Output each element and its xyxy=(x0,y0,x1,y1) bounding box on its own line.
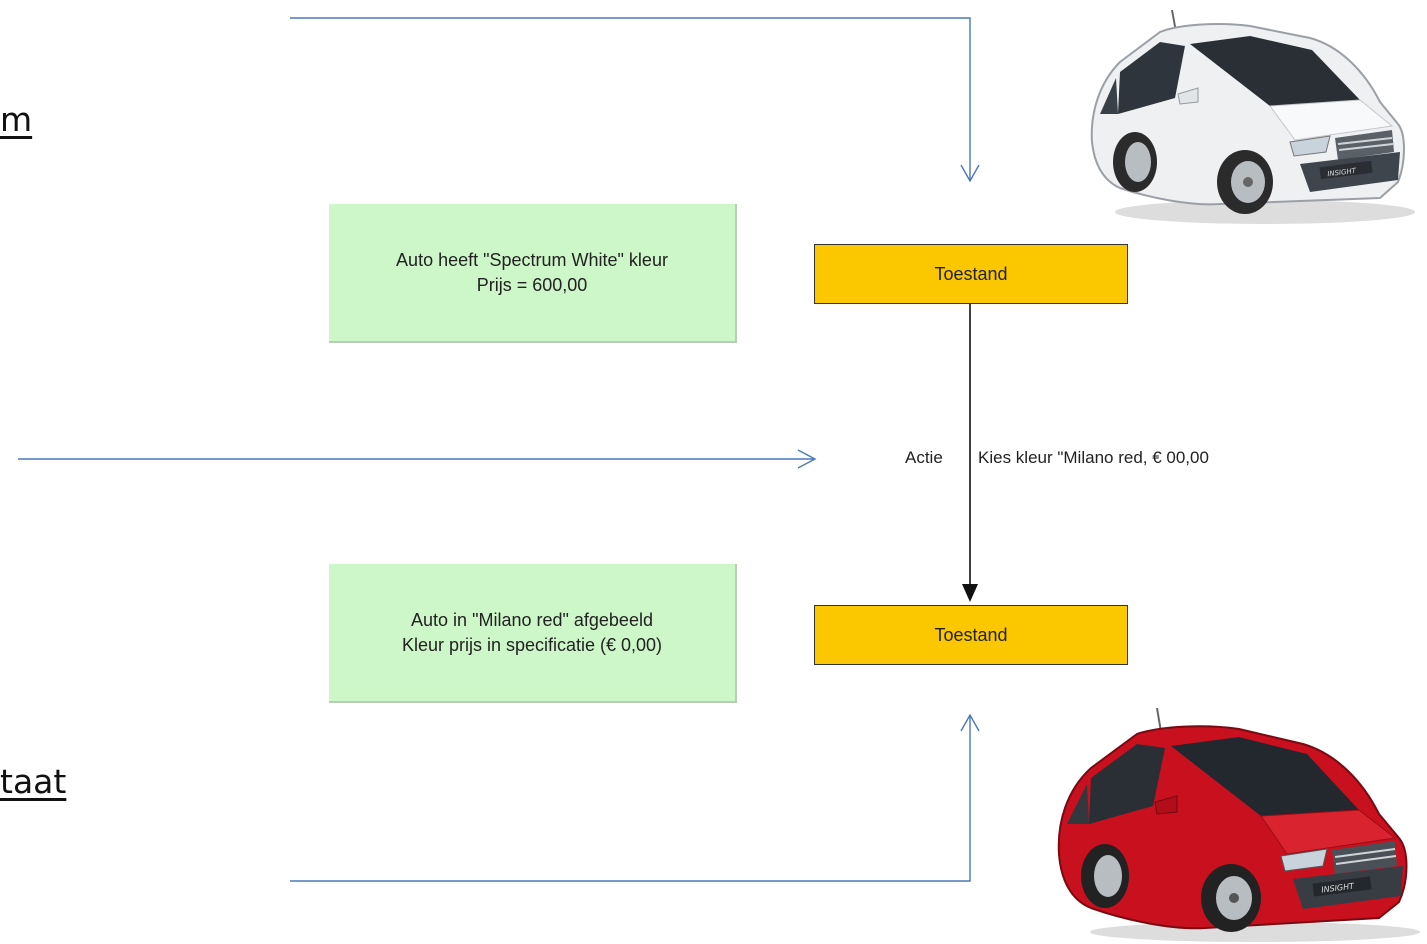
transition-arrowhead xyxy=(962,584,978,602)
note-after-state: Auto in "Milano red" afgebeeld Kleur pri… xyxy=(329,564,737,703)
note-before-state: Auto heeft "Spectrum White" kleur Prijs … xyxy=(329,204,737,343)
connector-top xyxy=(290,17,971,180)
connector-bottom-arrowhead xyxy=(960,713,980,732)
left-label-upper: m xyxy=(0,100,33,139)
note-before-line-2: Prijs = 600,00 xyxy=(476,274,588,295)
note-before-line-1: Auto heeft "Spectrum White" kleur xyxy=(396,249,668,270)
left-label-lower: taat xyxy=(0,762,67,801)
connector-bottom xyxy=(290,716,971,882)
transition-action-label: Actie xyxy=(905,446,943,470)
connector-middle-arrowhead xyxy=(797,449,817,469)
connector-top-arrowhead xyxy=(960,164,980,183)
white-car-badge: INSIGHT xyxy=(1327,167,1357,179)
state-top: Toestand xyxy=(814,244,1128,304)
red-car-image: INSIGHT xyxy=(1057,707,1420,942)
note-after-line-1: Auto in "Milano red" afgebeeld xyxy=(411,609,653,630)
white-car-image: INSIGHT xyxy=(1090,9,1415,224)
note-after-line-2: Kleur prijs in specificatie (€ 0,00) xyxy=(401,634,663,655)
red-car-badge: INSIGHT xyxy=(1321,881,1356,894)
transition-action-text: Kies kleur "Milano red, € 00,00 xyxy=(978,446,1209,470)
state-bottom: Toestand xyxy=(814,605,1128,665)
